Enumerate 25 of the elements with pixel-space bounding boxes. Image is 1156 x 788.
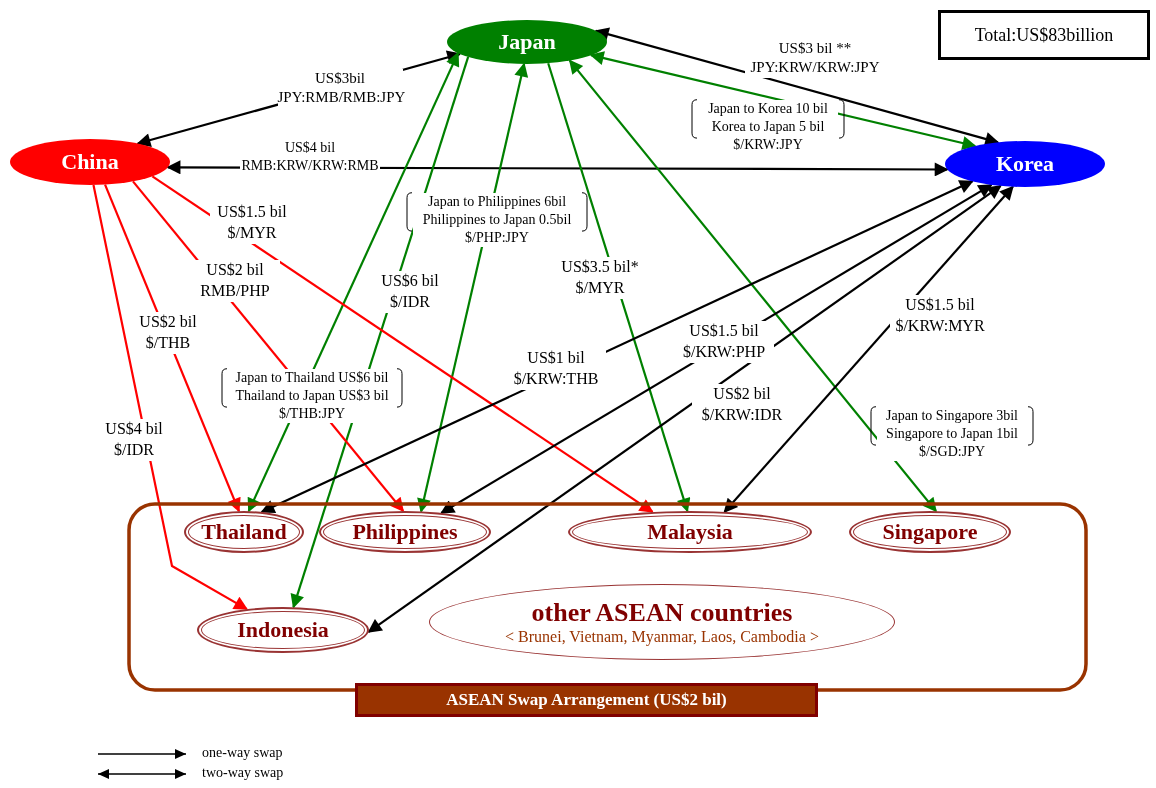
country-ellipse: Singapore <box>849 511 1011 553</box>
country-ellipse: Thailand <box>184 511 304 553</box>
legend-label: two-way swap <box>202 765 284 781</box>
arrow <box>568 59 937 513</box>
legend-label: one-way swap <box>202 745 283 761</box>
edge-label: US$1.5 bil $/KRW:PHP <box>674 321 774 363</box>
country-ellipse: Malaysia <box>568 511 812 553</box>
arrow <box>367 185 1002 633</box>
arrow <box>247 51 460 513</box>
arrow <box>723 185 1014 513</box>
arrow <box>417 62 529 513</box>
group-ellipse: other ASEAN countries < Brunei, Vietnam, Myanmar, Laos, Cambodia > <box>429 584 895 660</box>
total-box: Total:US$83billion <box>938 10 1150 60</box>
country-ellipse: Korea <box>945 141 1105 187</box>
country-ellipse: Japan <box>447 20 607 64</box>
arrow <box>547 62 691 513</box>
arrow <box>151 175 654 513</box>
country-ellipse: China <box>10 139 170 185</box>
arrow <box>594 27 1000 146</box>
edge-label: US$3bil JPY:RMB/RMB:JPY <box>277 68 403 108</box>
country-ellipse: Indonesia <box>197 607 369 653</box>
country-ellipse: Philippines <box>319 511 491 553</box>
group-title: ASEAN Swap Arrangement (US$2 bil) <box>355 683 818 717</box>
arrow <box>260 180 974 513</box>
arrow <box>440 183 993 514</box>
